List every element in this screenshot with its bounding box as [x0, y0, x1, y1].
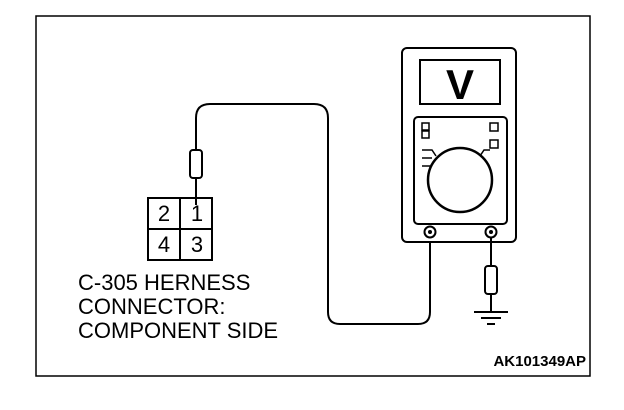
ground-probe-body	[484, 265, 498, 295]
ground-symbol-icon	[474, 311, 508, 325]
range-switch-icon	[489, 139, 499, 149]
caption-line-3: COMPONENT SIDE	[78, 318, 278, 343]
range-switch-icon	[489, 122, 499, 132]
connector-pin-4: 4	[158, 232, 170, 257]
connector-pin-3: 3	[191, 232, 203, 257]
connector-probe	[189, 149, 203, 205]
multimeter-display	[419, 59, 501, 105]
connector-pin-1: 1	[191, 201, 203, 226]
range-switch-icon	[421, 122, 430, 131]
dial-scale-marks	[422, 149, 490, 167]
caption-line-1: C-305 HERNESS	[78, 270, 250, 295]
multimeter: V	[401, 47, 517, 243]
connector-caption: C-305 HERNESS CONNECTOR: COMPONENT SIDE	[78, 270, 278, 343]
connector-probe-body	[189, 149, 203, 179]
figure-code: AK101349AP	[493, 353, 586, 370]
range-switch-icon	[421, 130, 430, 139]
positive-terminal-inner	[428, 230, 432, 234]
selector-dial	[426, 146, 494, 214]
ground-probe	[484, 238, 498, 312]
caption-line-2: CONNECTOR:	[78, 294, 226, 319]
negative-terminal-inner	[489, 230, 493, 234]
test-lead-wire	[195, 103, 431, 325]
connector-pin-2: 2	[158, 201, 170, 226]
multimeter-display-symbol: V	[446, 61, 474, 108]
diagram-frame	[35, 15, 591, 377]
connector-c305: 2 1 4 3	[147, 197, 213, 261]
